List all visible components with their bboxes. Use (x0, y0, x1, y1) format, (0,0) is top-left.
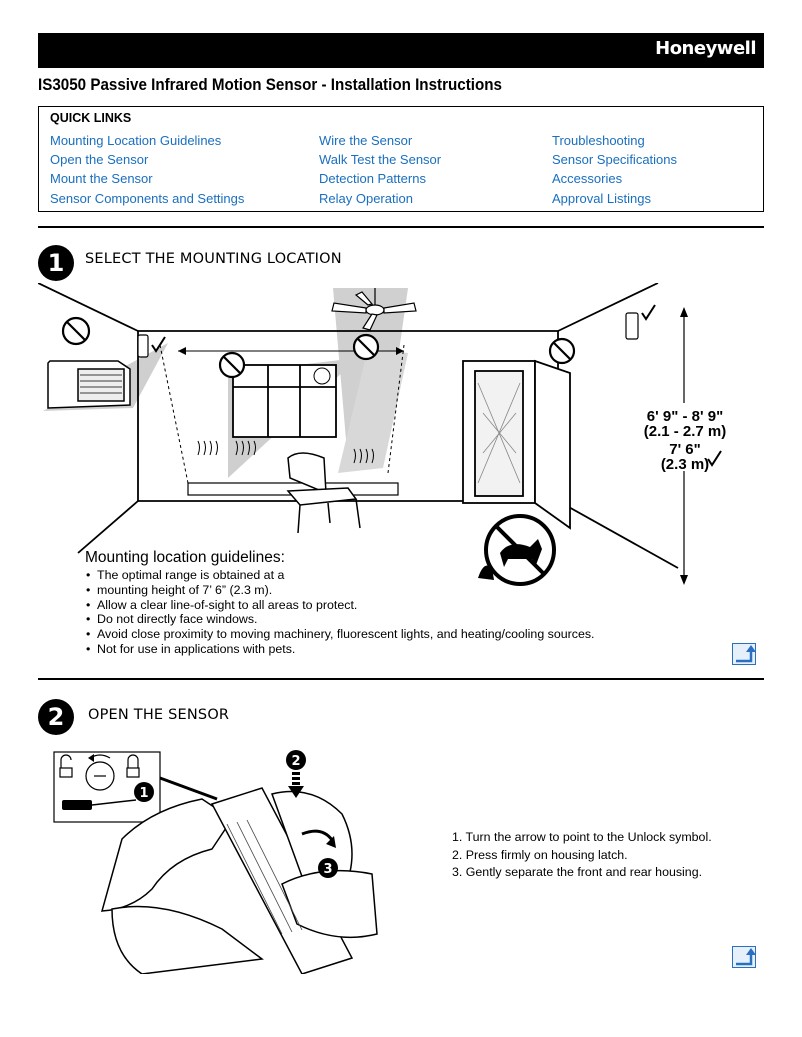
link-approval-listings[interactable]: Approval Listings (552, 190, 651, 206)
list-item: Do not directly face windows. (84, 612, 594, 627)
link-walk-test-the-sensor[interactable]: Walk Test the Sensor (319, 152, 442, 168)
step-number-badge: 1 (38, 245, 74, 281)
step-number-badge: 2 (38, 699, 74, 735)
height-range-label: 6' 9" - 8' 9" (647, 408, 723, 425)
height-range-metric-label: (2.1 - 2.7 m) (644, 423, 727, 440)
brand-logo: Honeywell (655, 38, 756, 59)
quick-links-column-1: Mounting Location Guidelines Open the Se… (50, 131, 244, 208)
list-item: Not for use in applications with pets. (84, 642, 594, 657)
section-title: OPEN THE SENSOR (88, 707, 230, 723)
link-open-the-sensor[interactable]: Open the Sensor (50, 152, 149, 168)
list-item: Allow a clear line-of-sight to all areas… (84, 598, 594, 613)
list-item: 1. Turn the arrow to point to the Unlock… (452, 830, 712, 844)
list-item: 3. Gently separate the front and rear ho… (452, 865, 703, 880)
link-sensor-specifications[interactable]: Sensor Specifications (552, 152, 678, 168)
optimal-height-label: 7' 6" (669, 441, 701, 458)
section-divider (38, 226, 764, 228)
list-item: Avoid close proximity to moving machiner… (84, 627, 594, 642)
back-to-top-button[interactable] (732, 946, 756, 968)
quick-links-heading: QUICK LINKS (50, 111, 132, 125)
open-steps-list: 1. Turn the arrow to point to the Unlock… (452, 829, 712, 882)
link-wire-the-sensor[interactable]: Wire the Sensor (319, 133, 413, 148)
link-sensor-components-and-settings[interactable]: Sensor Components and Settings (50, 190, 245, 206)
quick-links-box: QUICK LINKS Mounting Location Guidelines… (38, 106, 764, 212)
return-arrow-icon (736, 948, 756, 966)
section-title: SELECT THE MOUNTING LOCATION (85, 251, 342, 267)
callout-number: 1 (139, 786, 148, 801)
link-mount-the-sensor[interactable]: Mount the Sensor (50, 171, 153, 187)
list-item: mounting height of 7’ 6” (2.3 m). (84, 583, 594, 598)
link-accessories[interactable]: Accessories (552, 171, 623, 187)
mounting-location-illustration: 6' 9" - 8' 9" (2.1 - 2.7 m) 7' 6" (2.3 m… (38, 283, 728, 586)
link-mounting-location-guidelines[interactable]: Mounting Location Guidelines (50, 133, 222, 148)
document-title: IS3050 Passive Infrared Motion Sensor - … (38, 76, 502, 94)
list-item: 2. Press firmly on housing latch. (452, 847, 628, 862)
return-arrow-icon (736, 645, 756, 663)
open-sensor-illustration: 1 2 3 (53, 750, 378, 974)
guidelines-heading: Mounting location guidelines: (85, 549, 285, 566)
link-troubleshooting[interactable]: Troubleshooting (552, 133, 645, 148)
quick-links-column-3: Troubleshooting Sensor Specifications Ac… (552, 131, 677, 208)
link-detection-patterns[interactable]: Detection Patterns (319, 171, 426, 187)
guidelines-list: The optimal range is obtained at a mount… (84, 568, 594, 657)
optimal-height-metric-label: (2.3 m) (661, 456, 709, 473)
link-relay-operation[interactable]: Relay Operation (319, 190, 413, 206)
header-bar: Honeywell (38, 33, 764, 68)
callout-number: 2 (291, 754, 300, 769)
quick-links-column-2: Wire the Sensor Walk Test the Sensor Det… (319, 131, 441, 208)
back-to-top-button[interactable] (732, 643, 756, 665)
list-item: The optimal range is obtained at a (84, 568, 594, 583)
section-divider (38, 678, 764, 680)
callout-number: 3 (323, 862, 332, 877)
